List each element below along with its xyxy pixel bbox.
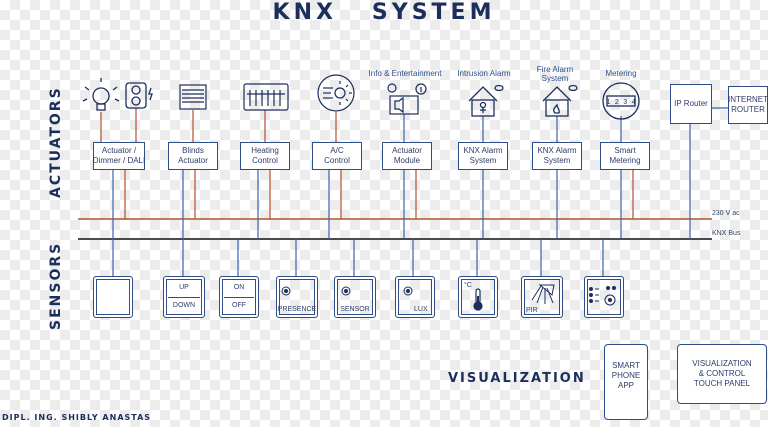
ip-router: IP Router bbox=[670, 84, 712, 124]
device-links bbox=[100, 108, 622, 142]
actuators-label: ACTUATORS bbox=[48, 86, 64, 198]
pir-label: PIR bbox=[526, 307, 538, 314]
sensors-label: SENSORS bbox=[48, 241, 64, 330]
actuator-knx-alarm-fire: KNX Alarm System bbox=[532, 142, 582, 170]
lamp-icon bbox=[82, 78, 120, 111]
pir-sensor: PIR bbox=[521, 276, 563, 318]
celsius-label: °C bbox=[464, 282, 472, 289]
actuator-knx-alarm-intrusion: KNX Alarm System bbox=[458, 142, 508, 170]
off-label: OFF bbox=[232, 302, 246, 309]
presence-eye-icon bbox=[281, 286, 291, 296]
room-controller[interactable] bbox=[584, 276, 624, 318]
divider bbox=[224, 297, 254, 298]
pir-beam-icon bbox=[531, 284, 555, 304]
presence-label: PRESENCE bbox=[277, 306, 317, 313]
presence-sensor: PRESENCE bbox=[276, 276, 318, 318]
info-entertainment-label: Info & Entertainment bbox=[368, 69, 442, 78]
speaker-info-icon bbox=[387, 83, 427, 115]
actuator-dimmer-dali: Actuator / Dimmer / DALI bbox=[93, 142, 145, 170]
metering-label: Metering bbox=[605, 69, 637, 78]
fire-alarm-house-icon bbox=[542, 84, 578, 117]
actuator-smart-metering: Smart Metering bbox=[600, 142, 650, 170]
sensor-eye-icon bbox=[341, 286, 351, 296]
room-control-panel-icon bbox=[589, 286, 616, 306]
lux-eye-icon bbox=[403, 286, 413, 296]
intrusion-alarm-label: Intrusion Alarm bbox=[457, 69, 511, 78]
actuator-ac: A/C Control bbox=[312, 142, 362, 170]
thermometer-icon bbox=[473, 288, 483, 311]
internet-router: INTERNET ROUTER bbox=[728, 86, 768, 124]
socket-icon bbox=[125, 82, 153, 109]
power-line-label: 230 V ac bbox=[712, 210, 740, 217]
on-off-switch[interactable]: ON OFF bbox=[219, 276, 259, 318]
meter-digits: 1 2 3 4 bbox=[606, 99, 635, 107]
actuator-blinds: Blinds Actuator bbox=[168, 142, 218, 170]
divider bbox=[168, 297, 200, 298]
actuator-module: Actuator Module bbox=[382, 142, 432, 170]
visualization-title: VISUALIZATION bbox=[448, 371, 586, 386]
sensor-label: SENSOR bbox=[340, 306, 370, 313]
smart-phone-app: SMART PHONE APP bbox=[604, 344, 648, 420]
generic-sensor: SENSOR bbox=[334, 276, 376, 318]
up-down-arrow-switch[interactable] bbox=[93, 276, 133, 318]
touch-panel: VISUALIZATION & CONTROL TOUCH PANEL bbox=[677, 344, 767, 404]
actuator-heating: Heating Control bbox=[240, 142, 290, 170]
radiator-icon bbox=[243, 83, 289, 111]
ac-icon bbox=[317, 74, 355, 112]
temperature-sensor: °C bbox=[458, 276, 498, 318]
lux-label: LUX bbox=[414, 306, 428, 313]
author-credit: DIPL. ING. SHIBLY ANASTAS bbox=[2, 413, 152, 422]
knx-bus-label: KNX Bus bbox=[712, 230, 741, 237]
blinds-icon bbox=[179, 84, 207, 110]
lux-sensor: LUX bbox=[395, 276, 435, 318]
on-label: ON bbox=[233, 284, 245, 291]
up-label: UP bbox=[179, 284, 189, 291]
sensor-connections bbox=[112, 239, 604, 276]
intrusion-house-icon bbox=[468, 84, 504, 117]
page-title: KNX SYSTEM bbox=[272, 0, 496, 25]
meter-icon bbox=[602, 82, 640, 120]
up-down-button-switch[interactable]: UP DOWN bbox=[163, 276, 205, 318]
actuator-connections bbox=[112, 107, 728, 239]
down-label: DOWN bbox=[172, 302, 196, 309]
fire-alarm-label: Fire Alarm System bbox=[536, 65, 574, 83]
